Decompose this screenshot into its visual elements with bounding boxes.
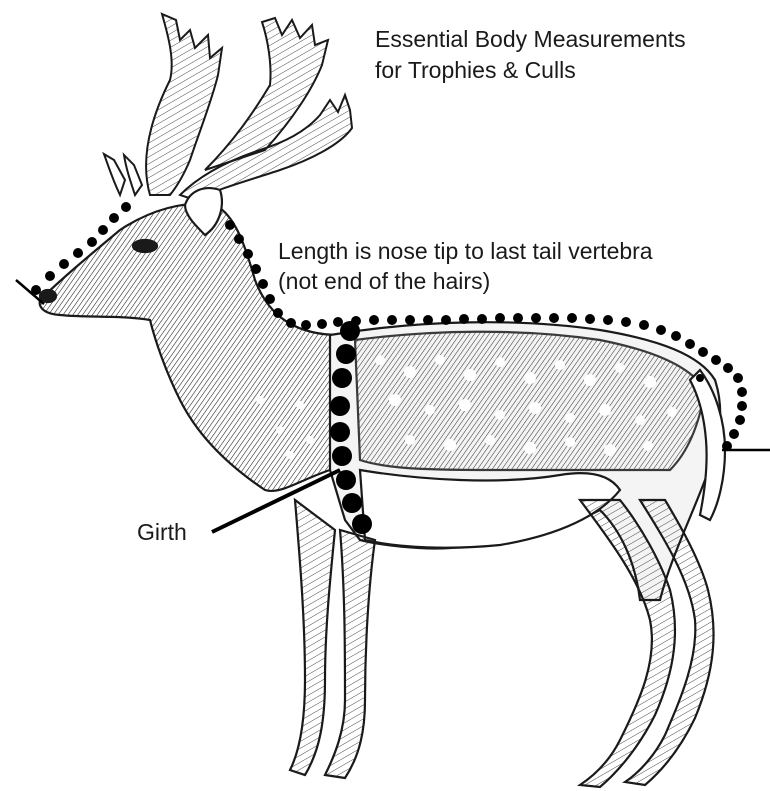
diagram-title: Essential Body Measurements for Trophies… xyxy=(375,24,686,86)
length-note-line-1: Length is nose tip to last tail vertebra xyxy=(278,236,653,266)
length-note-line-2: (not end of the hairs) xyxy=(278,266,653,296)
girth-label: Girth xyxy=(137,518,187,546)
length-annotation: Length is nose tip to last tail vertebra… xyxy=(278,236,653,296)
title-line-2: for Trophies & Culls xyxy=(375,55,686,86)
antlers xyxy=(104,14,352,200)
title-line-1: Essential Body Measurements xyxy=(375,24,686,55)
